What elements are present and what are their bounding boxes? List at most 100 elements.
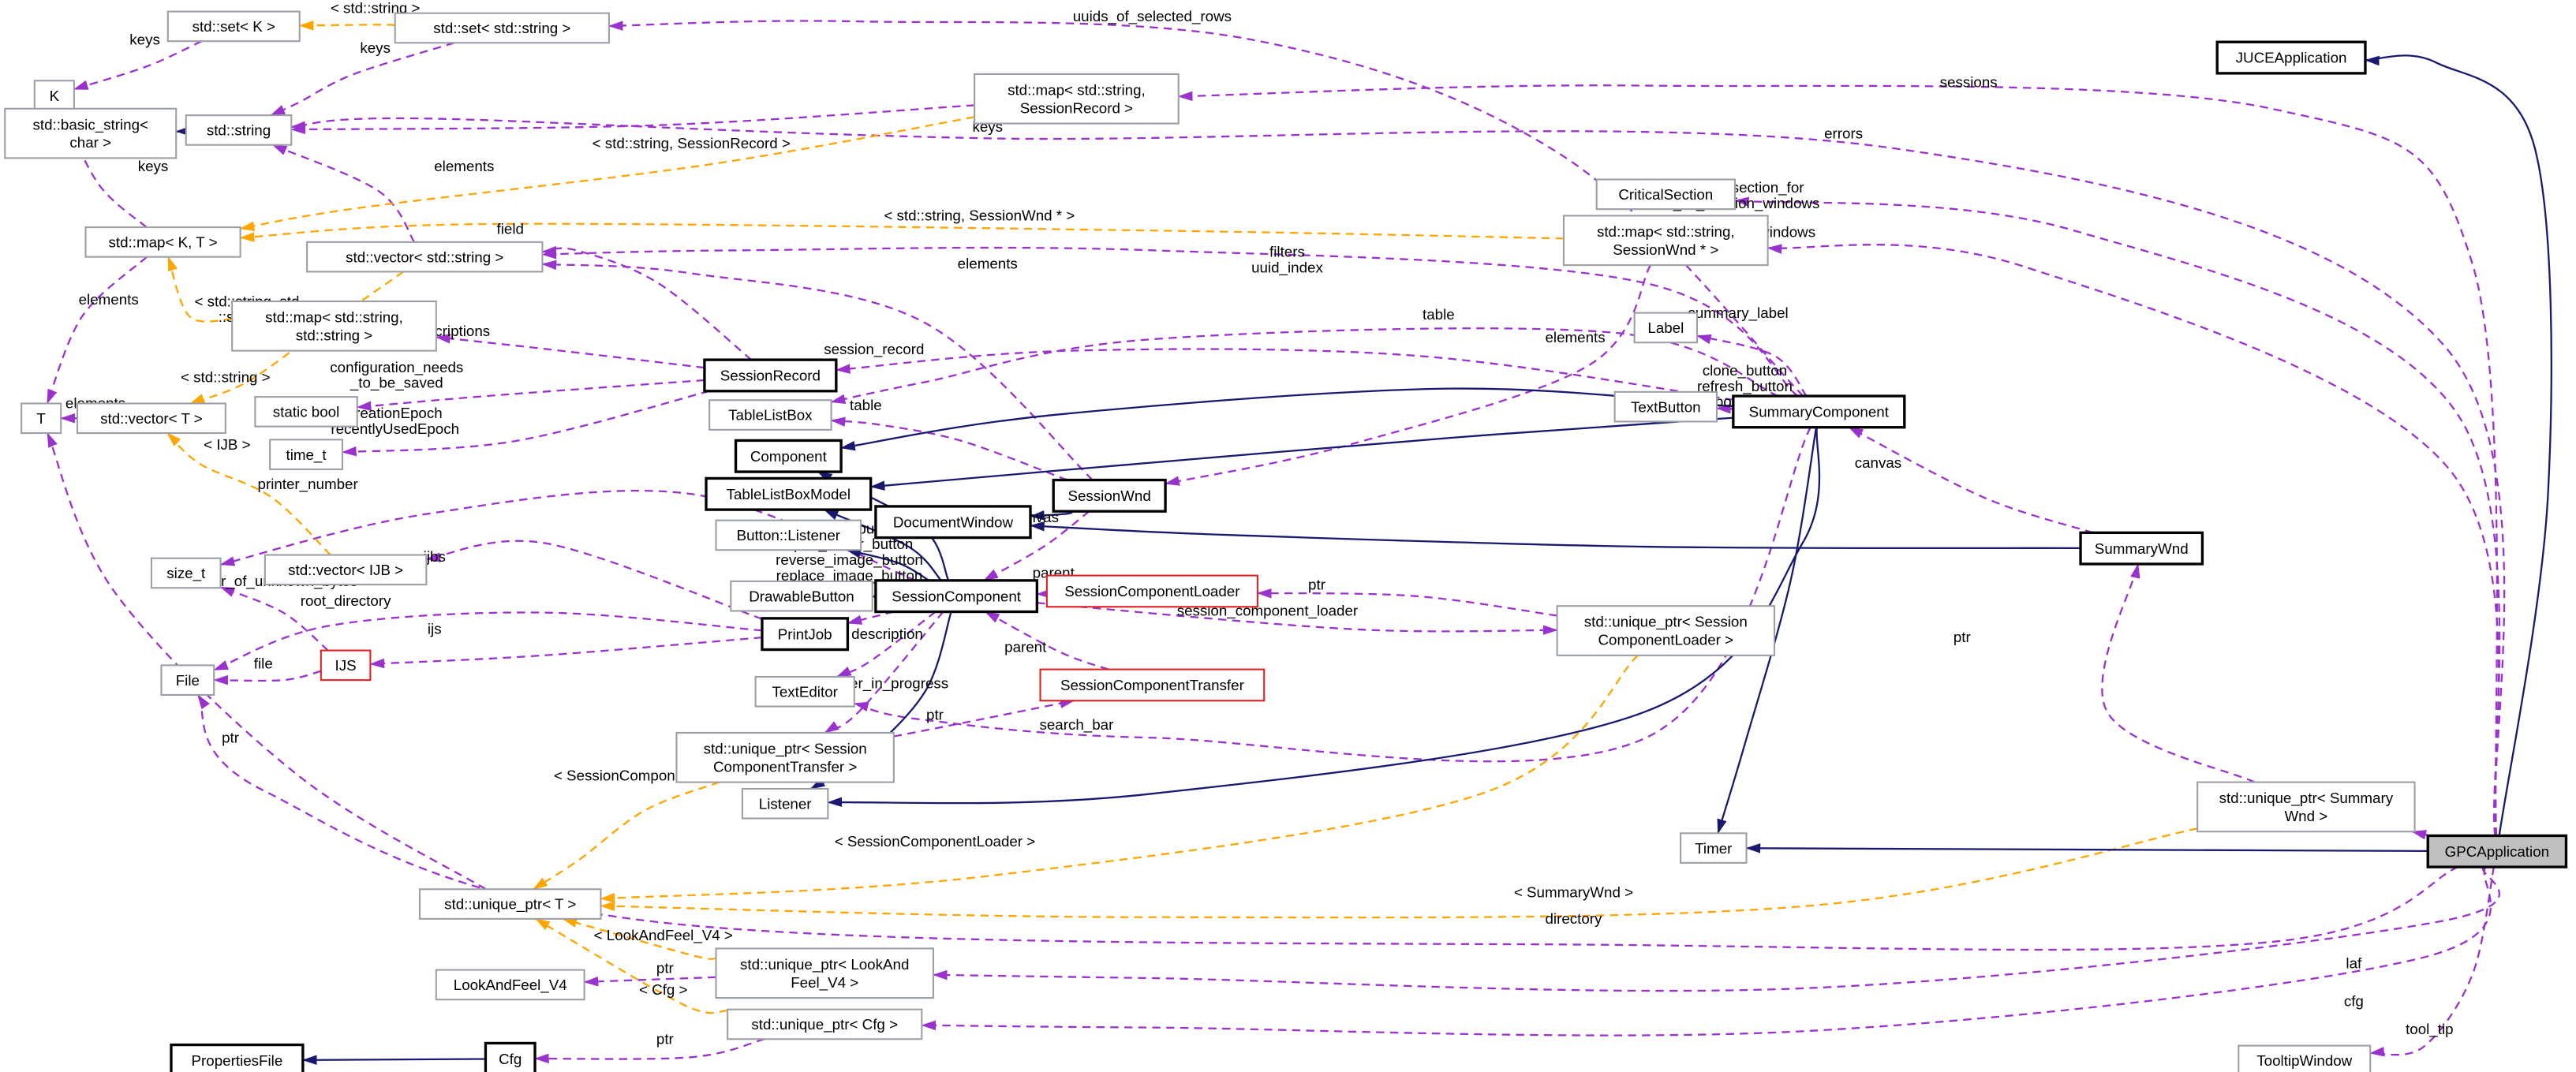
static_bool-node[interactable]: static bool bbox=[254, 396, 358, 428]
edge-summarycomponent-to-texteditor bbox=[853, 427, 1811, 763]
sct-node[interactable]: SessionComponentTransfer bbox=[1039, 668, 1266, 702]
label-node[interactable]: Label bbox=[1633, 312, 1698, 344]
edge-label-set_string-to-string: keys bbox=[360, 39, 391, 56]
tablelistboxmodel-node[interactable]: TableListBoxModel bbox=[705, 476, 873, 511]
map_ss-node[interactable]: std::map< std::string,std::string > bbox=[231, 300, 437, 352]
basic_string-node[interactable]: std::basic_string<char > bbox=[4, 107, 178, 159]
timer-node[interactable]: Timer bbox=[1680, 832, 1748, 864]
map_k_t-node[interactable]: std::map< K, T > bbox=[84, 226, 241, 258]
summarycomponent-box bbox=[1732, 394, 1906, 429]
laf-node[interactable]: LookAndFeel_V4 bbox=[435, 969, 585, 1001]
k-node[interactable]: K bbox=[33, 80, 75, 111]
gpc-node[interactable]: GPCApplication bbox=[2426, 834, 2568, 868]
printjob-label: PrintJob bbox=[778, 626, 832, 642]
edge-uniq_summarywnd-to-summarywnd bbox=[2101, 562, 2256, 783]
tooltip-node[interactable]: TooltipWindow bbox=[2238, 1044, 2372, 1072]
printjob-box bbox=[761, 617, 850, 652]
edge-vector_ijb-to-vector_t bbox=[166, 432, 331, 556]
texteditor-node[interactable]: TextEditor bbox=[754, 675, 855, 708]
uniq_t-label: std::unique_ptr< T > bbox=[444, 896, 576, 913]
critical-node[interactable]: CriticalSection bbox=[1595, 178, 1736, 211]
edge-gpc-to-file bbox=[196, 694, 2458, 951]
listener-box bbox=[741, 787, 829, 820]
sct-label: SessionComponentTransfer bbox=[1060, 677, 1244, 693]
summarycomponent-node[interactable]: SummaryComponent bbox=[1732, 394, 1906, 429]
texteditor-box bbox=[754, 675, 855, 708]
sessionrecord-box bbox=[703, 358, 838, 393]
vector_t-label: std::vector< T > bbox=[100, 410, 203, 427]
component-node[interactable]: Component bbox=[734, 439, 843, 473]
edge-label-summarycomponent-to-texteditor: search_bar bbox=[1039, 716, 1113, 734]
edge-summarycomponent-to-tablelistboxmodel bbox=[869, 416, 1733, 491]
documentwindow-label: DocumentWindow bbox=[893, 514, 1014, 530]
t-node[interactable]: T bbox=[21, 402, 62, 435]
set_string-label: std::set< std::string > bbox=[433, 20, 570, 36]
edge-set_string-to-set_k bbox=[298, 21, 395, 31]
loader-node[interactable]: SessionComponentLoader bbox=[1045, 574, 1258, 608]
edge-label-summarycomponent-to-label: summary_label bbox=[1688, 304, 1788, 322]
edge-summarycomponent-to-listener bbox=[827, 427, 1821, 808]
string-node[interactable]: std::string bbox=[185, 114, 293, 146]
vector_string-node[interactable]: std::vector< std::string > bbox=[306, 241, 544, 273]
map_ss-label: std::map< std::string,std::string > bbox=[265, 309, 403, 344]
loader-label: SessionComponentLoader bbox=[1064, 583, 1239, 599]
uniq_cfg-label: std::unique_ptr< Cfg > bbox=[751, 1016, 898, 1033]
edge-label-uniq_laf-to-uniq_t: < LookAndFeel_V4 > bbox=[594, 927, 733, 944]
edge-sessionrecord-to-map_ss bbox=[435, 334, 705, 369]
edge-gpc-to-string bbox=[290, 117, 2506, 836]
listener-node[interactable]: Listener bbox=[741, 787, 829, 820]
edge-map_s_sr-to-string bbox=[290, 104, 975, 135]
edge-label-uniq_cfg-to-cfg: ptr bbox=[656, 1031, 674, 1048]
edge-summarywnd-to-documentwindow bbox=[1029, 521, 2081, 550]
uniq_t-box bbox=[418, 888, 602, 920]
size_t-node[interactable]: size_t bbox=[150, 557, 222, 589]
sessioncomponent-node[interactable]: SessionComponent bbox=[874, 579, 1039, 614]
edge-uniq_cfg-to-uniq_t bbox=[535, 917, 728, 1014]
cfg-node[interactable]: Cfg bbox=[484, 1041, 537, 1072]
set_k-node[interactable]: std::set< K > bbox=[166, 10, 301, 43]
drawablebutton-node[interactable]: DrawableButton bbox=[730, 580, 873, 612]
edge-label-map_k_t-to-t: elements bbox=[79, 291, 139, 308]
edge-summarycomponent-to-label bbox=[1696, 334, 1808, 397]
propertiesfile-node[interactable]: PropertiesFile bbox=[170, 1043, 305, 1072]
tooltip-label: TooltipWindow bbox=[2256, 1052, 2352, 1069]
edge-sct-to-sessioncomponent bbox=[984, 611, 1109, 670]
uniq_cfg-box bbox=[727, 1008, 923, 1040]
edge-map_k_t-to-t bbox=[46, 256, 148, 405]
juce-node[interactable]: JUCEApplication bbox=[2215, 40, 2367, 75]
summarywnd-node[interactable]: SummaryWnd bbox=[2079, 531, 2204, 566]
buttonlistener-node[interactable]: Button::Listener bbox=[715, 519, 862, 551]
documentwindow-node[interactable]: DocumentWindow bbox=[874, 505, 1032, 540]
edge-summarywnd-to-summarycomponent bbox=[1848, 426, 2094, 534]
vector_ijb-node[interactable]: std::vector< IJB > bbox=[264, 554, 428, 586]
edge-label-sessionrecord-to-vector_string: field bbox=[497, 220, 524, 237]
summarycomponent-label: SummaryComponent bbox=[1749, 404, 1890, 420]
edge-map_s_sr-to-map_k_t bbox=[239, 116, 975, 231]
time_t-node[interactable]: time_t bbox=[269, 439, 343, 470]
uniq_cfg-node[interactable]: std::unique_ptr< Cfg > bbox=[727, 1008, 923, 1040]
vector_t-node[interactable]: std::vector< T > bbox=[77, 402, 226, 435]
map_s_sw-node[interactable]: std::map< std::string,SessionWnd * > bbox=[1562, 215, 1769, 267]
sessionwnd-node[interactable]: SessionWnd bbox=[1052, 478, 1167, 513]
map_s_sr-node[interactable]: std::map< std::string,SessionRecord > bbox=[974, 73, 1180, 125]
edge-label-gpc-to-map_s_sr: sessions bbox=[1940, 74, 1998, 91]
ijs-node[interactable]: IJS bbox=[320, 649, 372, 682]
file-node[interactable]: File bbox=[160, 664, 215, 696]
printjob-node[interactable]: PrintJob bbox=[761, 617, 850, 652]
sessionrecord-node[interactable]: SessionRecord bbox=[703, 358, 838, 393]
sessioncomponent-label: SessionComponent bbox=[892, 588, 1022, 604]
edge-summarycomponent-to-sessionrecord bbox=[835, 348, 1733, 401]
file-label: File bbox=[176, 672, 200, 689]
set_string-node[interactable]: std::set< std::string > bbox=[394, 12, 610, 44]
tablelistbox-node[interactable]: TableListBox bbox=[708, 399, 832, 431]
uniq_t-node[interactable]: std::unique_ptr< T > bbox=[418, 888, 602, 920]
textbutton-node[interactable]: TextButton bbox=[1613, 390, 1718, 423]
